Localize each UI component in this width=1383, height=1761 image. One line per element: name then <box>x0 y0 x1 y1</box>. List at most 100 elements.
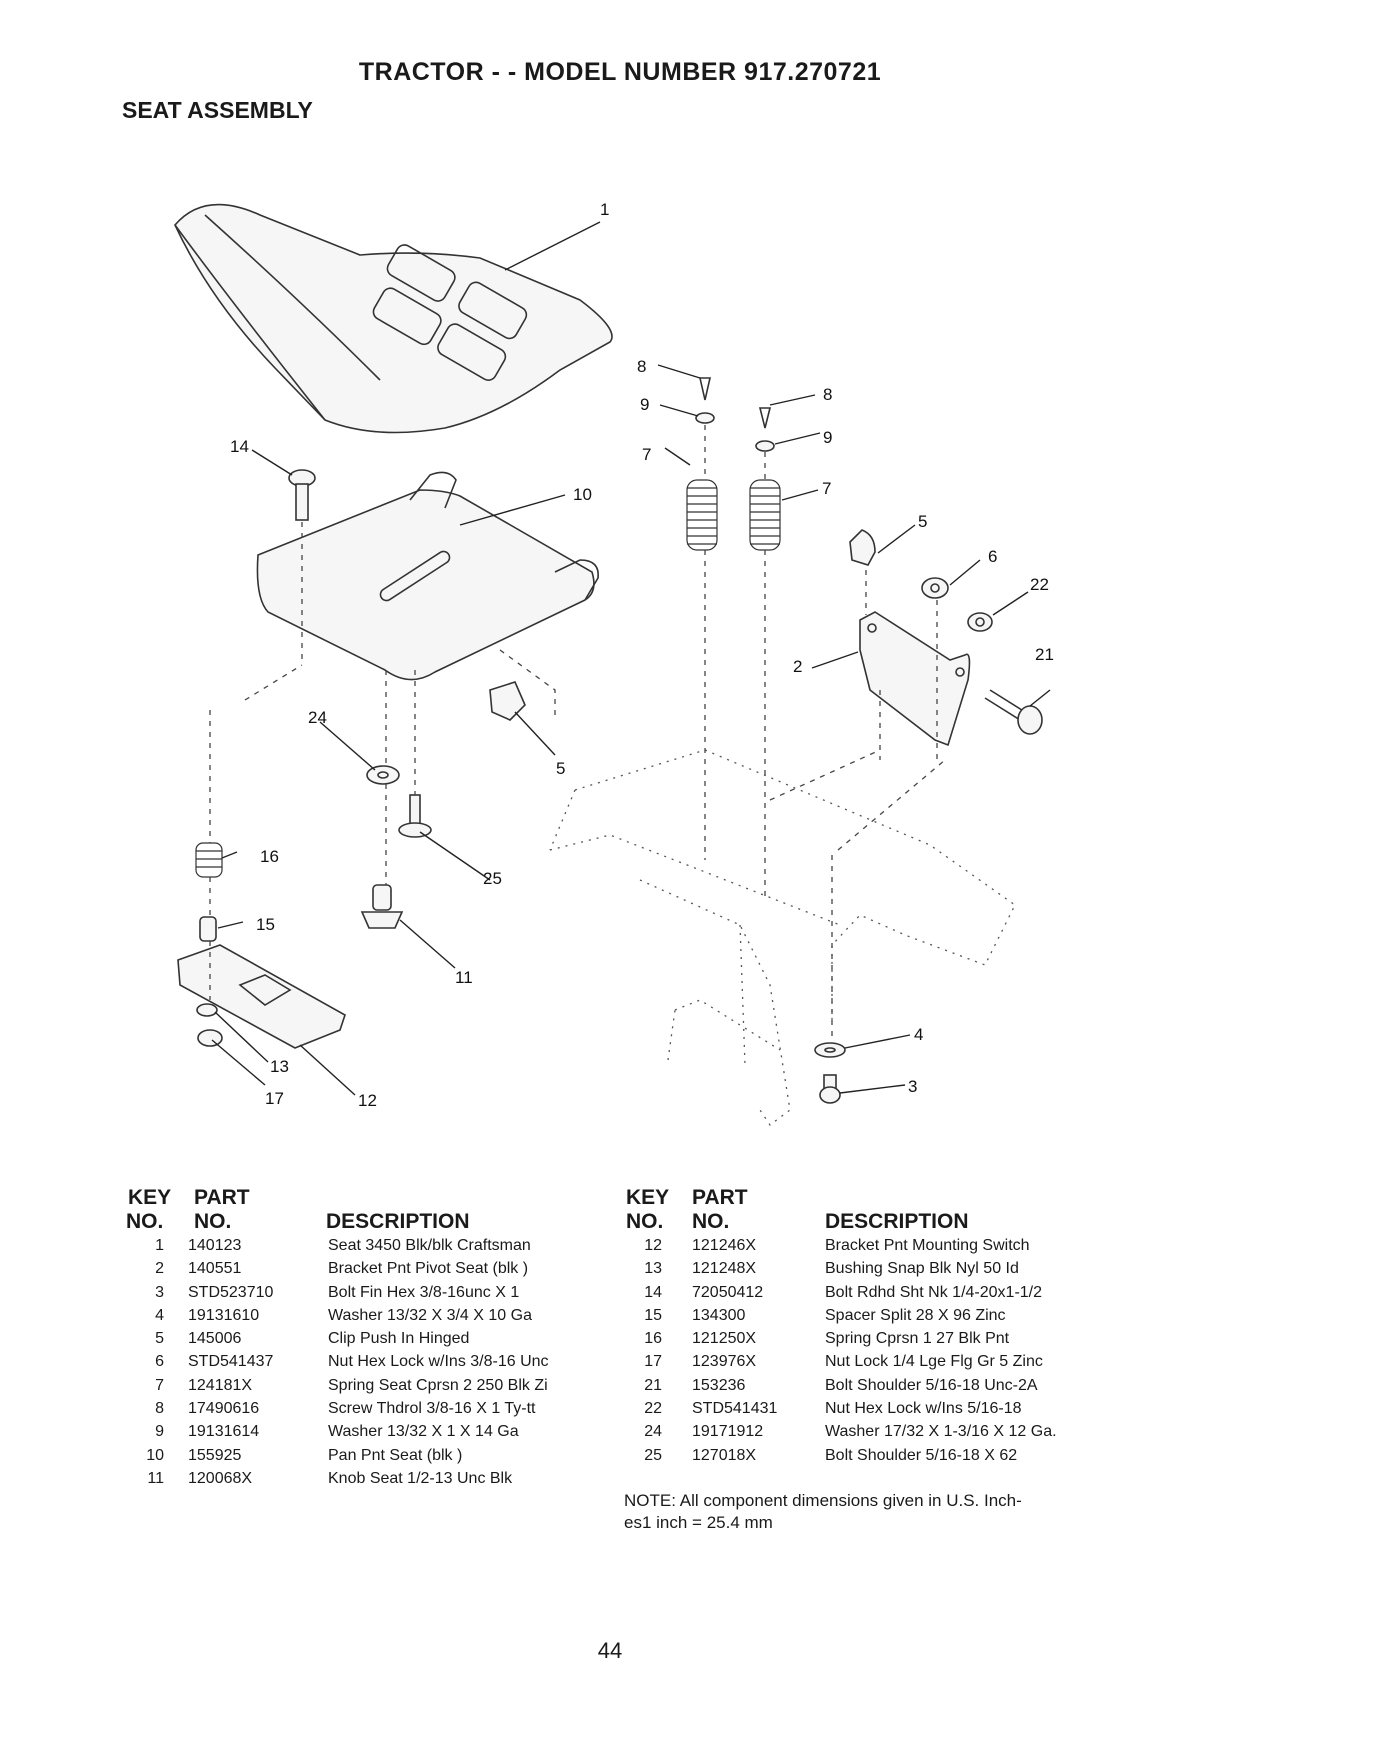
part-description: Pan Pnt Seat (blk ) <box>328 1446 463 1464</box>
part-description: Nut Hex Lock w/Ins 5/16-18 <box>825 1400 1022 1418</box>
callout-7-left: 7 <box>642 445 651 464</box>
part-number: 121250X <box>692 1330 757 1348</box>
alignment-lines <box>209 425 946 1040</box>
part-description: Bolt Shoulder 5/16-18 X 62 <box>825 1446 1018 1464</box>
exploded-parts-diagram: 1 14 10 8 9 7 8 9 7 5 6 22 21 2 24 5 16 … <box>174 200 1054 1126</box>
note-line-1: NOTE: All component dimensions given in … <box>624 1491 1022 1510</box>
callout-9-left: 9 <box>640 395 649 414</box>
section-title: SEAT ASSEMBLY <box>122 97 313 123</box>
bolt-25-part <box>398 794 432 838</box>
nut-22-part <box>967 612 993 632</box>
callout-10: 10 <box>573 485 592 504</box>
part-number: STD541437 <box>188 1353 274 1371</box>
knob-11-part <box>360 884 404 929</box>
dimension-note: NOTE: All component dimensions given in … <box>624 1490 1104 1534</box>
key-number: 15 <box>644 1306 662 1324</box>
part-number: 19131610 <box>188 1306 260 1324</box>
part-description: Nut Lock 1/4 Lge Flg Gr 5 Zinc <box>825 1353 1043 1371</box>
key-number: 10 <box>146 1446 164 1464</box>
nut-6-part <box>921 577 949 599</box>
parts-table-header: KEY NO. PART NO. DESCRIPTION <box>126 1186 618 1234</box>
part-number: 121248X <box>692 1260 757 1278</box>
table-row: 10 155925 Pan Pnt Seat (blk ) <box>128 1444 618 1467</box>
key-number: 24 <box>644 1423 662 1441</box>
key-number: 12 <box>644 1237 662 1254</box>
part-description: Bracket Pnt Mounting Switch <box>825 1237 1030 1254</box>
washer-24-part <box>366 765 400 785</box>
seat-part <box>174 203 613 434</box>
bolt-3-part <box>819 1074 841 1104</box>
part-description: Spring Cprsn 1 27 Blk Pnt <box>825 1330 1010 1348</box>
callout-15: 15 <box>256 915 275 934</box>
part-number: 155925 <box>188 1446 242 1464</box>
key-number: 17 <box>644 1353 662 1371</box>
parts-table-header: KEY NO. PART NO. DESCRIPTION <box>626 1186 1126 1234</box>
part-number: 19131614 <box>188 1423 260 1441</box>
key-number: 5 <box>155 1330 164 1348</box>
washer-4-part <box>814 1042 846 1058</box>
part-description: Bushing Snap Blk Nyl 50 Id <box>825 1260 1019 1278</box>
callout-8-left: 8 <box>637 357 646 376</box>
callout-3: 3 <box>908 1077 917 1096</box>
part-number: 127018X <box>692 1446 757 1464</box>
part-description: Spring Seat Cprsn 2 250 Blk Zi <box>328 1376 548 1394</box>
key-number: 9 <box>155 1423 164 1441</box>
table-row: 13 121248X Bushing Snap Blk Nyl 50 Id <box>626 1257 1126 1280</box>
part-header-line1: PART <box>194 1186 250 1209</box>
spacer-15-part <box>199 916 217 942</box>
part-number: 145006 <box>188 1330 242 1348</box>
key-header-line2: NO. <box>626 1210 664 1233</box>
note-line-2: es1 inch = 25.4 mm <box>624 1513 773 1532</box>
callout-11: 11 <box>455 968 473 987</box>
key-header-line1: KEY <box>128 1186 172 1209</box>
key-number: 16 <box>644 1330 662 1348</box>
part-description: Bolt Shoulder 5/16-18 Unc-2A <box>825 1376 1038 1394</box>
callout-8-right: 8 <box>823 385 832 404</box>
part-description: Spacer Split 28 X 96 Zinc <box>825 1306 1006 1324</box>
part-number: 120068X <box>188 1469 253 1487</box>
callout-6: 6 <box>988 547 997 566</box>
callout-7-right: 7 <box>822 479 831 498</box>
nut-17-bushing-13-parts <box>196 1003 223 1047</box>
leader-lines <box>211 221 1051 1096</box>
callout-17: 17 <box>265 1089 284 1108</box>
callout-1: 1 <box>600 200 609 219</box>
part-number: 134300 <box>692 1306 746 1324</box>
spring-16-part <box>195 842 223 878</box>
part-number: 140123 <box>188 1237 242 1254</box>
part-description: Knob Seat 1/2-13 Unc Blk <box>328 1469 513 1487</box>
part-description: Screw Thdrol 3/8-16 X 1 Ty-tt <box>328 1400 536 1418</box>
part-description: Seat 3450 Blk/blk Craftsman <box>328 1237 531 1254</box>
callout-14: 14 <box>230 437 249 456</box>
callout-12: 12 <box>358 1091 377 1110</box>
part-header-line2: NO. <box>692 1210 730 1233</box>
part-number: 153236 <box>692 1376 746 1394</box>
key-number: 13 <box>644 1260 662 1278</box>
part-number: 72050412 <box>692 1283 764 1301</box>
part-description: Nut Hex Lock w/Ins 3/8-16 Unc <box>328 1353 549 1371</box>
key-header-line1: KEY <box>626 1186 670 1209</box>
part-description: Bracket Pnt Pivot Seat (blk ) <box>328 1260 529 1278</box>
spring-7-left-part <box>686 479 718 551</box>
description-header: DESCRIPTION <box>825 1210 969 1233</box>
part-number: STD523710 <box>188 1283 274 1301</box>
key-number: 8 <box>155 1400 164 1418</box>
callout-21: 21 <box>1035 645 1054 664</box>
bolt-14-part <box>288 469 316 521</box>
switch-bracket-part <box>177 944 346 1049</box>
callout-16: 16 <box>260 847 279 866</box>
pivot-bracket-part <box>859 611 971 747</box>
key-number: 4 <box>155 1306 164 1324</box>
key-number: 6 <box>155 1353 164 1371</box>
